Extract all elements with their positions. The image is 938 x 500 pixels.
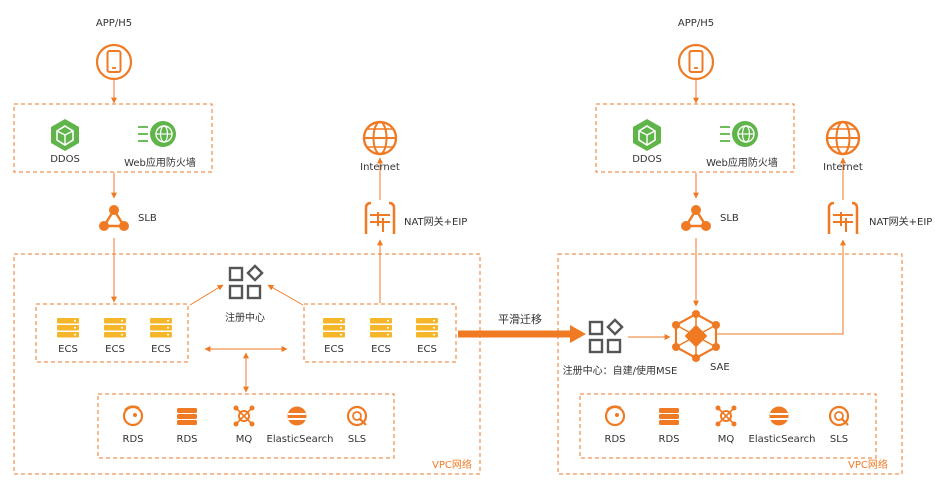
left-service-label: RDS — [176, 434, 198, 445]
migration-label: 平滑迁移 — [498, 313, 542, 326]
left-service-label: RDS — [122, 434, 144, 445]
ecs-server-icon — [150, 318, 172, 338]
mq-icon — [715, 405, 737, 427]
left-ddos-label: DDOS — [50, 154, 80, 165]
migration-arrow — [458, 325, 586, 343]
left-ecs-servers-2 — [323, 318, 438, 338]
rds-redis-icon — [659, 408, 679, 425]
registry-center-icon — [228, 264, 264, 300]
left-waf-label: Web应用防火墙 — [124, 158, 196, 169]
web-firewall-icon — [720, 121, 758, 147]
left-slb-label: SLB — [138, 213, 157, 224]
right-registry-label: 注册中心：自建/使用MSE — [562, 366, 678, 377]
ecs-server-icon — [57, 318, 79, 338]
right-services-icons — [604, 405, 850, 427]
left-nat-label: NAT网关+EIP — [404, 217, 468, 228]
slb-load-balancer-icon — [99, 205, 129, 231]
left-ecs-label: ECS — [105, 344, 125, 355]
left-ecs-label: ECS — [58, 344, 78, 355]
elasticsearch-icon — [287, 406, 307, 426]
ecs-server-icon — [323, 318, 345, 338]
right-client-label: APP/H5 — [677, 18, 715, 29]
mobile-phone-icon — [677, 43, 715, 81]
sls-icon — [346, 405, 368, 427]
ecs-server-icon — [370, 318, 392, 338]
ecs-server-icon — [416, 318, 438, 338]
right-security-box — [595, 103, 795, 173]
slb-load-balancer-icon — [681, 205, 711, 231]
sls-icon — [828, 405, 850, 427]
left-security-box — [13, 103, 213, 173]
left-ecs-label: ECS — [324, 344, 344, 355]
sae-icon — [672, 310, 720, 362]
internet-globe-icon — [362, 120, 398, 156]
left-client-label: APP/H5 — [95, 18, 133, 29]
right-architecture — [557, 43, 903, 475]
left-vpc-box — [13, 253, 481, 475]
right-waf-label: Web应用防火墙 — [706, 158, 778, 169]
left-ecs-label: ECS — [151, 344, 171, 355]
rds-mysql-icon — [604, 405, 626, 427]
ddos-shield-icon — [633, 119, 661, 151]
nat-gateway-icon — [364, 201, 396, 234]
right-internet-label: Internet — [823, 162, 863, 173]
registry-center-icon — [588, 318, 624, 354]
right-service-label: ElasticSearch — [748, 434, 816, 445]
right-nat-label: NAT网关+EIP — [869, 217, 933, 228]
left-services-icons — [122, 405, 368, 427]
right-service-label: RDS — [658, 434, 680, 445]
internet-globe-icon — [825, 120, 861, 156]
left-architecture — [13, 43, 481, 475]
web-firewall-icon — [138, 121, 176, 147]
rds-mysql-icon — [122, 405, 144, 427]
right-service-label: MQ — [717, 434, 735, 445]
right-ddos-label: DDOS — [632, 154, 662, 165]
left-ecs-servers-1 — [57, 318, 172, 338]
right-service-label: SLS — [829, 434, 849, 445]
right-services-box — [579, 393, 877, 459]
left-service-label: ElasticSearch — [266, 434, 334, 445]
rds-redis-icon — [177, 408, 197, 425]
left-ecs-label: ECS — [417, 344, 437, 355]
right-vpc-box — [557, 253, 903, 475]
nat-gateway-icon — [827, 201, 859, 234]
right-vpc-label: VPC网络 — [848, 460, 888, 471]
left-vpc-label: VPC网络 — [432, 460, 472, 471]
left-service-label: SLS — [347, 434, 367, 445]
left-services-box — [97, 393, 395, 459]
elasticsearch-icon — [769, 406, 789, 426]
left-service-label: MQ — [235, 434, 253, 445]
ecs-server-icon — [104, 318, 126, 338]
left-internet-label: Internet — [360, 162, 400, 173]
right-service-label: RDS — [604, 434, 626, 445]
ddos-shield-icon — [51, 119, 79, 151]
mq-icon — [233, 405, 255, 427]
left-ecs-label: ECS — [371, 344, 391, 355]
right-slb-label: SLB — [720, 213, 739, 224]
right-sae-label: SAE — [710, 362, 730, 373]
mobile-phone-icon — [95, 43, 133, 81]
left-registry-label: 注册中心 — [225, 313, 265, 324]
